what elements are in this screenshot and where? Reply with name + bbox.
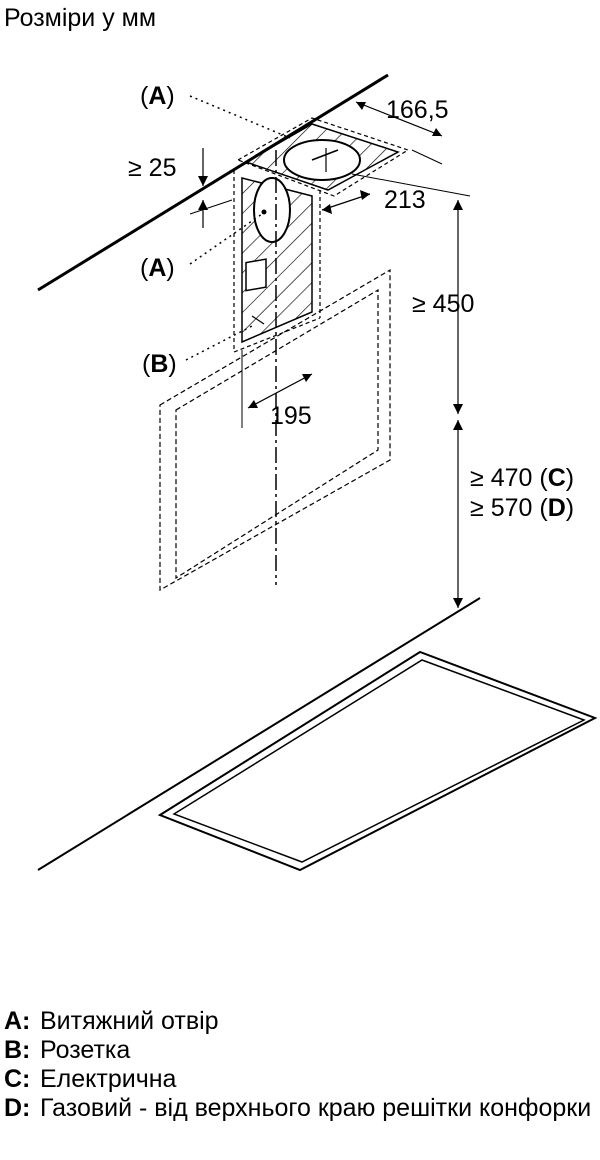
dim-ext-width-top (351, 173, 471, 197)
arrowheads (198, 102, 463, 608)
legend-key: A: (4, 1007, 31, 1035)
dim-ext-depth (411, 149, 443, 165)
leader-a-top (189, 95, 291, 139)
legend-item: A: Витяжний отвір (4, 1007, 596, 1036)
leader-b (185, 325, 253, 361)
dim-line-duct (247, 373, 313, 409)
ceiling-cutout-dashed (236, 117, 410, 197)
callout-a-wall: (A) (140, 254, 175, 282)
legend: A: Витяжний отвір B: Розетка C: Електрич… (4, 1007, 596, 1123)
callout-a-top: (A) (140, 82, 175, 110)
leader-a-wall (189, 213, 263, 265)
dim-depth-top: 166,5 (386, 96, 449, 124)
hood-outline-outer (159, 268, 391, 592)
dim-ext-gap (189, 199, 233, 215)
dim-width-top: 213 (384, 186, 426, 214)
heading: Розміри у мм (4, 4, 156, 32)
opening-mark (311, 149, 339, 161)
legend-key: D: (4, 1094, 31, 1122)
hob-frame (157, 650, 598, 872)
socket-mark (251, 315, 265, 325)
dim-clearance-c: ≥ 470 (C) (470, 464, 574, 492)
ceiling-line (37, 73, 389, 292)
dim-clearance-d: ≥ 570 (D) (470, 494, 574, 522)
duct-dashed-bottom (233, 317, 321, 353)
legend-item: C: Електрична (4, 1065, 596, 1094)
legend-text: Електрична (40, 1065, 177, 1093)
exhaust-opening-top (283, 139, 361, 181)
hob-frame-inner (172, 659, 586, 863)
hob-front-edge (37, 597, 481, 871)
dim-gap-top: ≥ 25 (128, 154, 176, 182)
legend-item: B: Розетка (4, 1036, 596, 1065)
exhaust-opening-wall (253, 177, 291, 243)
legend-key: B: (4, 1036, 31, 1064)
dim-width-duct: 195 (270, 402, 312, 430)
callout-b: (B) (142, 350, 177, 378)
dim-height-min: ≥ 450 (412, 290, 474, 318)
legend-text: Газовий - від верхнього краю решітки кон… (40, 1094, 592, 1122)
socket-box (245, 258, 267, 292)
dim-line-depth (355, 101, 443, 137)
legend-item: D: Газовий - від верхнього краю решітки … (4, 1094, 596, 1123)
legend-key: C: (4, 1065, 31, 1093)
hood-outline-inner (175, 288, 379, 580)
legend-text: Розетка (40, 1036, 131, 1064)
opening-center (261, 209, 267, 215)
legend-text: Витяжний отвір (40, 1007, 219, 1035)
